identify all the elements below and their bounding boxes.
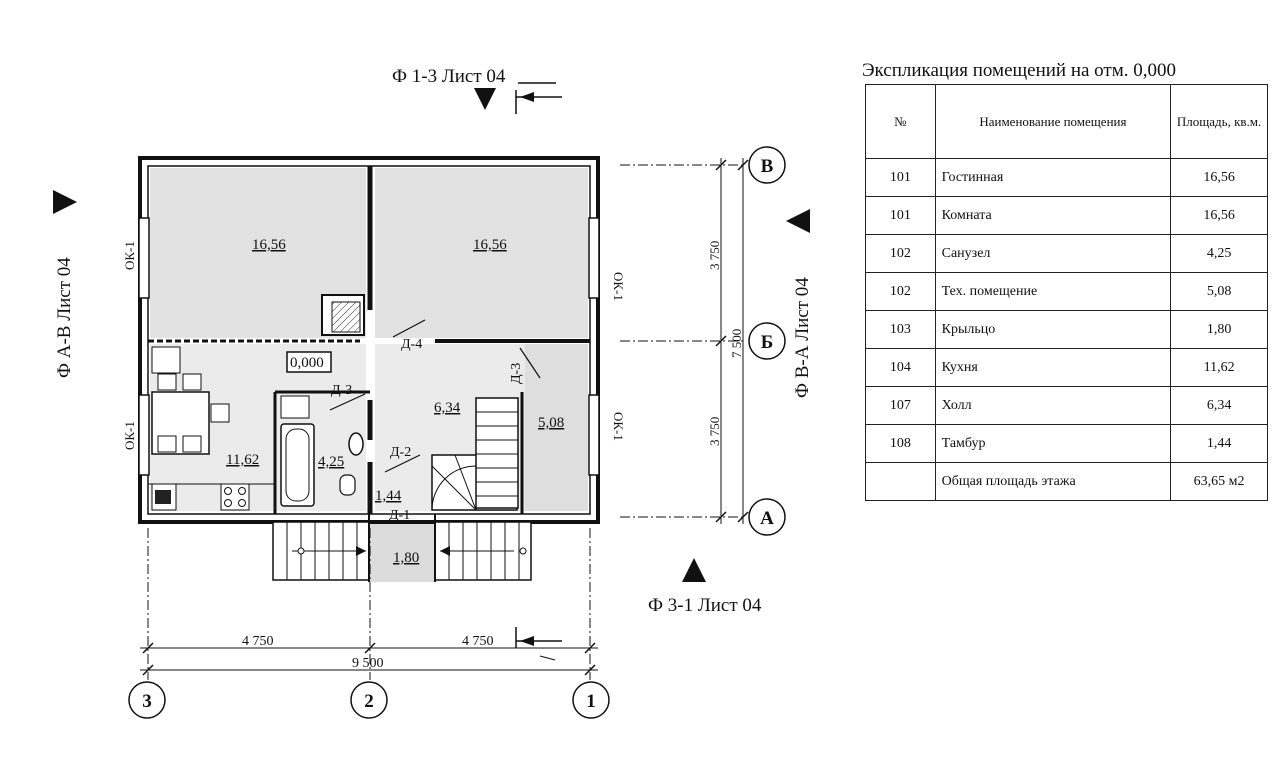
row-name: Тех. помещение [934, 272, 1172, 311]
row-number: 102 [865, 234, 936, 273]
row-number: 104 [865, 348, 936, 387]
window-label: ОК-1 [611, 412, 626, 441]
room-area-bathroom: 4,25 [318, 454, 344, 470]
door-label: Д-3 [509, 363, 524, 384]
door-label: Д-2 [390, 445, 411, 460]
table-total-row: Общая площадь этажа 63,65 м2 [865, 462, 1268, 501]
header-name: Наименование помещения [934, 84, 1172, 159]
door-label: Д-1 [389, 508, 410, 523]
dimension-v-total: 7 500 [729, 329, 744, 358]
section-arrow-bottom [682, 558, 706, 582]
section-arrow-right [786, 209, 810, 233]
axis-bubble-b: Б [748, 322, 786, 360]
table-row: 101 Гостинная 16,56 [865, 158, 1268, 197]
table-row: 102 Санузел 4,25 [865, 234, 1268, 273]
row-number: 107 [865, 386, 936, 425]
total-number [865, 462, 936, 501]
axis-bubble-v: В [748, 146, 786, 184]
window-label: ОК-1 [611, 272, 626, 301]
room-area-porch: 1,80 [393, 550, 419, 566]
row-name: Тамбур [934, 424, 1172, 463]
table-title: Экспликация помещений на отм. 0,000 [862, 60, 1177, 81]
section-mark-left: Ф А-В Лист 04 [54, 257, 75, 378]
room-explication-table: № Наименование помещения Площадь, кв.м. … [865, 84, 1268, 501]
axis-bubble-3: 3 [128, 681, 166, 719]
table-row: 101 Комната 16,56 [865, 196, 1268, 235]
window-label: ОК-1 [122, 421, 137, 450]
door-label: Д-4 [401, 337, 422, 352]
row-number: 103 [865, 310, 936, 349]
axis-bubble-2: 2 [350, 681, 388, 719]
table-row: 102 Тех. помещение 5,08 [865, 272, 1268, 311]
door-label: Д-3 [331, 383, 352, 398]
row-area: 6,34 [1170, 386, 1268, 425]
section-arrow-top [474, 88, 496, 110]
svg-text:Б: Б [761, 332, 774, 353]
section-mark-right: Ф В-А Лист 04 [792, 277, 813, 398]
level-mark: 0,000 [290, 355, 324, 371]
axis-bubble-a: А [748, 498, 786, 536]
svg-text:3: 3 [142, 691, 152, 712]
row-name: Гостинная [934, 158, 1172, 197]
row-area: 5,08 [1170, 272, 1268, 311]
row-area: 11,62 [1170, 348, 1268, 387]
floor-plan-drawing: Ф 1-3 Лист 04 Ф А-В Лист 04 Ф В-А Лист 0… [53, 66, 813, 719]
row-name: Комната [934, 196, 1172, 235]
svg-text:1: 1 [586, 691, 596, 712]
dimension-v-top: 3 750 [707, 241, 722, 270]
dimension-left: 4 750 [242, 634, 274, 649]
row-number: 101 [865, 158, 936, 197]
row-area: 16,56 [1170, 196, 1268, 235]
room-area-kitchen: 11,62 [226, 452, 259, 468]
row-area: 1,80 [1170, 310, 1268, 349]
row-number: 108 [865, 424, 936, 463]
table-row: 108 Тамбур 1,44 [865, 424, 1268, 463]
dimension-right: 4 750 [462, 634, 494, 649]
room-area-tech: 5,08 [538, 415, 564, 431]
window-label: ОК-1 [122, 241, 137, 270]
row-area: 4,25 [1170, 234, 1268, 273]
header-number: № [865, 84, 936, 159]
room-area-room: 16,56 [473, 237, 507, 253]
table-header-row: № Наименование помещения Площадь, кв.м. [865, 84, 1268, 159]
svg-text:А: А [760, 508, 774, 529]
row-area: 16,56 [1170, 158, 1268, 197]
row-name: Санузел [934, 234, 1172, 273]
row-number: 101 [865, 196, 936, 235]
dimension-total: 9 500 [352, 656, 384, 671]
room-area-living: 16,56 [252, 237, 286, 253]
total-area: 63,65 м2 [1170, 462, 1268, 501]
table-row: 107 Холл 6,34 [865, 386, 1268, 425]
row-number: 102 [865, 272, 936, 311]
svg-text:2: 2 [364, 691, 374, 712]
row-name: Кухня [934, 348, 1172, 387]
table-row: 103 Крыльцо 1,80 [865, 310, 1268, 349]
svg-text:В: В [761, 156, 774, 177]
header-area: Площадь, кв.м. [1170, 84, 1268, 159]
room-area-hall: 6,34 [434, 400, 461, 416]
room-area-vestibule: 1,44 [375, 488, 402, 504]
axis-bubble-1: 1 [572, 681, 610, 719]
row-name: Холл [934, 386, 1172, 425]
row-name: Крыльцо [934, 310, 1172, 349]
section-arrow-left [53, 190, 77, 214]
table-row: 104 Кухня 11,62 [865, 348, 1268, 387]
total-label: Общая площадь этажа [934, 462, 1172, 501]
section-mark-top: Ф 1-3 Лист 04 [392, 66, 506, 87]
row-area: 1,44 [1170, 424, 1268, 463]
dimension-v-bottom: 3 750 [707, 417, 722, 446]
section-mark-bottom: Ф 3-1 Лист 04 [648, 595, 762, 616]
